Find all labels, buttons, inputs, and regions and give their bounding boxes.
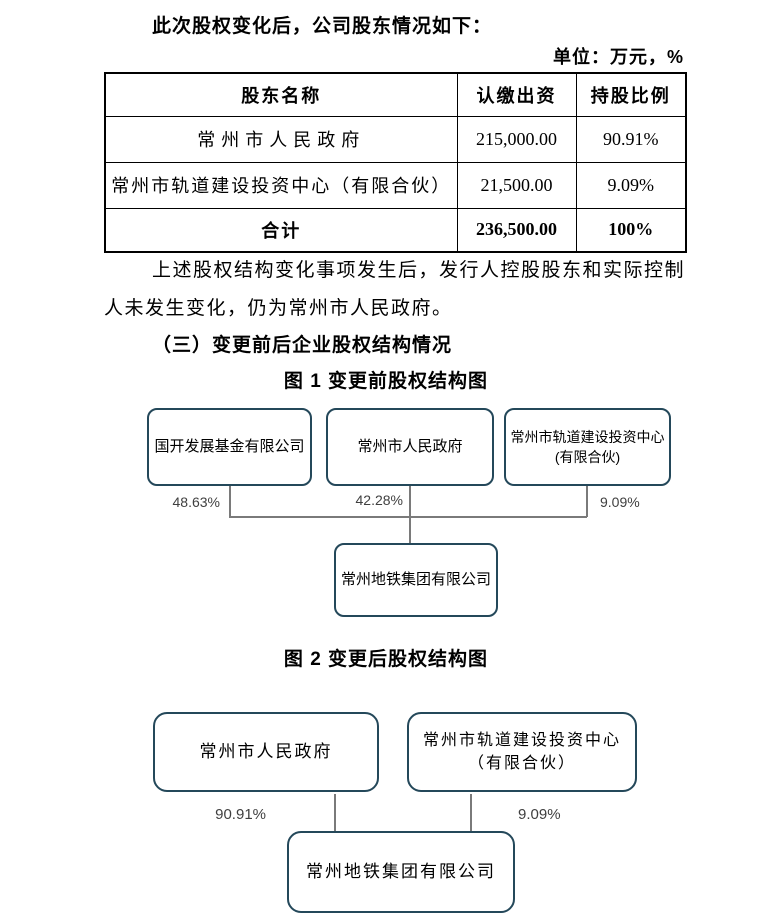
shareholder-name: 常州市轨道建设投资中心 bbox=[422, 731, 621, 749]
paragraph-line-1: 上述股权结构变化事项发生后，发行人控股股东和实际控制 bbox=[152, 260, 686, 281]
figure1-org-chart: 国开发展基金有限公司 常州市人民政府 常州市轨道建设投资中心 (有限合伙) 48… bbox=[0, 400, 772, 630]
ownership-pct-label: 90.91% bbox=[215, 806, 266, 823]
unit-note: 单位：万元，% bbox=[552, 47, 684, 67]
connector-line bbox=[229, 516, 587, 518]
ownership-pct-label: 9.09% bbox=[600, 494, 640, 510]
shareholder-table: 股东名称 认缴出资 持股比例 常州市人民政府 215,000.00 90.91%… bbox=[104, 72, 687, 253]
connector-line bbox=[586, 486, 588, 517]
ownership-pct-label: 9.09% bbox=[518, 806, 561, 823]
intro-heading: 此次股权变化后，公司股东情况如下： bbox=[152, 16, 493, 37]
shareholder-name: 常州市人民政府 bbox=[199, 741, 333, 761]
shareholder-name-sub: (有限合伙) bbox=[554, 449, 621, 465]
table-header-row: 股东名称 认缴出资 持股比例 bbox=[104, 72, 687, 117]
table-row: 常州市轨道建设投资中心（有限合伙） 21,500.00 9.09% bbox=[104, 161, 687, 209]
cell-shareholder-name: 常州市轨道建设投资中心（有限合伙） bbox=[104, 161, 458, 209]
cell-total-capital: 236,500.00 bbox=[456, 207, 577, 253]
ownership-pct-label: 42.28% bbox=[355, 492, 403, 508]
figure2-shareholder-box-2: 常州市轨道建设投资中心 （有限合伙） bbox=[407, 712, 637, 792]
cell-ratio: 90.91% bbox=[575, 115, 687, 163]
shareholder-name: 常州市人民政府 bbox=[357, 438, 463, 456]
company-name: 常州地铁集团有限公司 bbox=[306, 861, 496, 881]
figure2-org-chart: 常州市人民政府 常州市轨道建设投资中心 （有限合伙） 90.91% 9.09% … bbox=[0, 700, 772, 922]
connector-line bbox=[334, 794, 336, 831]
connector-line bbox=[229, 486, 231, 517]
cell-total-ratio: 100% bbox=[575, 207, 687, 253]
figure1-shareholder-box-3: 常州市轨道建设投资中心 (有限合伙) bbox=[504, 408, 671, 486]
figure1-company-box: 常州地铁集团有限公司 bbox=[334, 543, 498, 617]
table-total-row: 合计 236,500.00 100% bbox=[104, 207, 687, 253]
ownership-pct-label: 48.63% bbox=[172, 494, 220, 510]
shareholder-name: 常州市轨道建设投资中心 bbox=[510, 428, 665, 445]
shareholder-name: 国开发展基金有限公司 bbox=[154, 438, 305, 456]
cell-shareholder-name: 常州市人民政府 bbox=[104, 115, 458, 163]
connector-line bbox=[409, 486, 411, 543]
figure1-title: 图 1 变更前股权结构图 bbox=[283, 371, 489, 392]
section-heading: （三）变更前后企业股权结构情况 bbox=[152, 335, 453, 356]
figure2-shareholder-box-1: 常州市人民政府 bbox=[153, 712, 379, 792]
body-paragraph: 上述股权结构变化事项发生后，发行人控股股东和实际控制 人未发生变化，仍为常州市人… bbox=[104, 252, 688, 328]
col-header-shareholding-ratio: 持股比例 bbox=[575, 72, 687, 117]
paragraph-line-2: 人未发生变化，仍为常州市人民政府。 bbox=[104, 298, 453, 319]
col-header-subscribed-capital: 认缴出资 bbox=[456, 72, 577, 117]
cell-ratio: 9.09% bbox=[575, 161, 687, 209]
table-row: 常州市人民政府 215,000.00 90.91% bbox=[104, 115, 687, 163]
figure1-shareholder-box-1: 国开发展基金有限公司 bbox=[147, 408, 312, 486]
cell-capital: 21,500.00 bbox=[456, 161, 577, 209]
cell-capital: 215,000.00 bbox=[456, 115, 577, 163]
company-name: 常州地铁集团有限公司 bbox=[340, 571, 491, 589]
cell-total-label: 合计 bbox=[104, 207, 458, 253]
figure2-title: 图 2 变更后股权结构图 bbox=[283, 649, 489, 670]
figure1-shareholder-box-2: 常州市人民政府 bbox=[326, 408, 494, 486]
connector-line bbox=[470, 794, 472, 831]
figure2-company-box: 常州地铁集团有限公司 bbox=[287, 831, 515, 913]
shareholder-name-sub: （有限合伙） bbox=[467, 755, 576, 772]
col-header-shareholder-name: 股东名称 bbox=[104, 72, 458, 117]
